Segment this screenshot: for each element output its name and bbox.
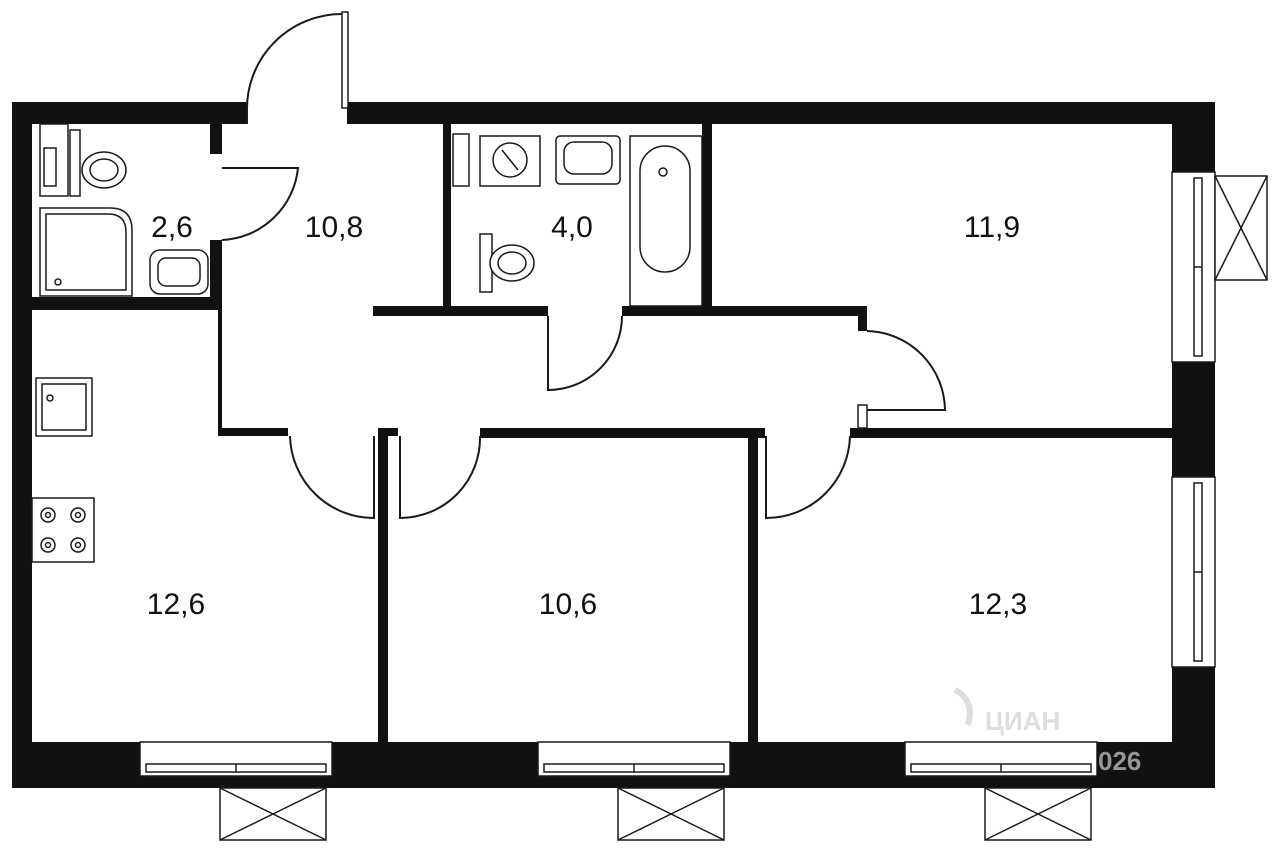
area-label-bathroom: 4,0 <box>551 211 593 244</box>
interior-doors <box>221 167 947 520</box>
watermark: ЦИАН 026 <box>953 687 1141 776</box>
stove-icon <box>31 497 95 563</box>
watermark-logo-icon <box>953 687 973 726</box>
kitchen-sink-icon <box>35 377 93 437</box>
outer-walls <box>12 102 1215 788</box>
windows <box>139 171 1216 777</box>
watermark-brand: ЦИАН <box>985 706 1060 736</box>
area-label-room-bottom-right: 12,3 <box>969 588 1027 621</box>
wc-fixtures <box>39 123 209 297</box>
area-label-wc: 2,6 <box>151 211 193 244</box>
area-label-room-top-right: 11,9 <box>964 211 1020 244</box>
interior-walls <box>32 124 1172 742</box>
area-label-room-middle: 10,6 <box>539 588 597 621</box>
watermark-suffix: 026 <box>1098 746 1141 776</box>
bathtub-icon <box>629 135 703 307</box>
area-label-kitchen: 12,6 <box>147 588 205 621</box>
sink-icon <box>555 135 621 185</box>
vent-boxes <box>219 175 1268 841</box>
kitchen-fixtures <box>31 377 95 563</box>
room-labels: 2,6 10,8 4,0 11,9 12,6 10,6 12,3 <box>147 211 1027 621</box>
area-label-hall: 10,8 <box>305 211 363 244</box>
shower-icon <box>39 207 133 297</box>
toilet-icon <box>81 151 127 189</box>
toilet-icon <box>489 244 535 282</box>
bathroom-fixtures <box>452 133 703 307</box>
entrance-door <box>245 11 349 124</box>
sink-icon <box>149 249 209 295</box>
